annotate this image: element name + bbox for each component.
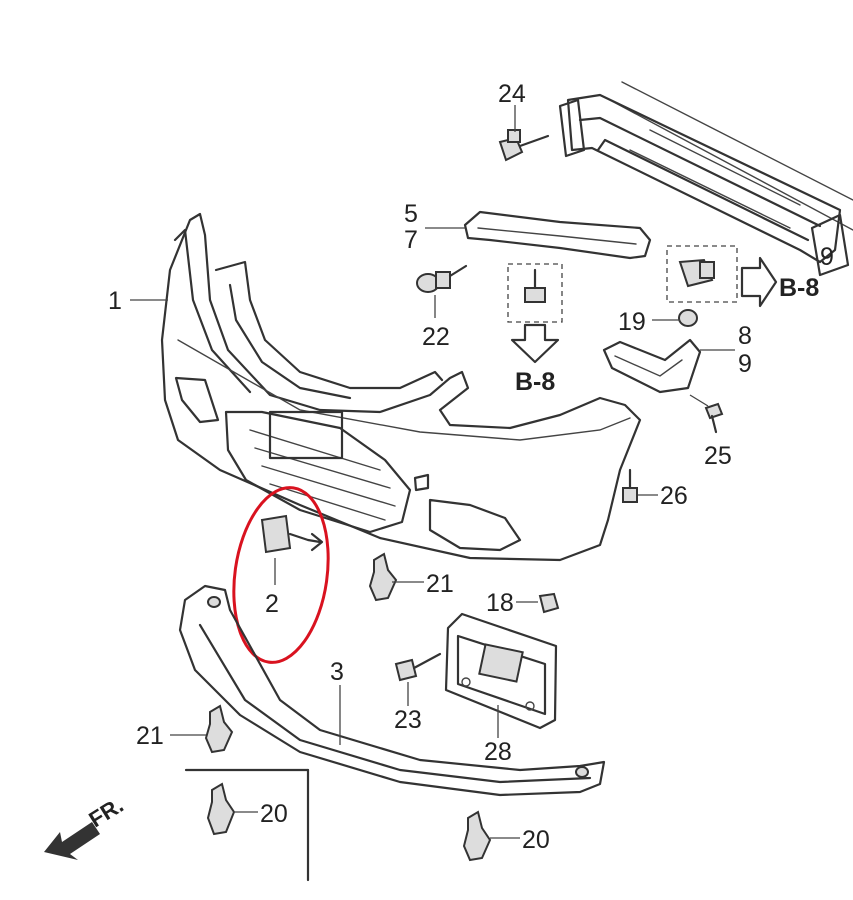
callout-7: 7	[404, 226, 418, 254]
ref-b8-center: B-8	[515, 368, 555, 396]
clip-18	[516, 592, 560, 614]
callout-22: 22	[422, 323, 450, 351]
screw-25	[689, 394, 724, 434]
callout-3: 3	[330, 658, 344, 686]
clip-20-right	[462, 810, 520, 862]
clip-21-lower	[170, 704, 234, 754]
bolt-23	[394, 652, 442, 706]
callout-26: 26	[660, 482, 688, 510]
bolt-24	[498, 105, 550, 162]
detail-box-b8-center	[507, 263, 563, 364]
front-direction-arrow: FR.	[44, 792, 128, 860]
callout-28: 28	[484, 738, 512, 766]
callout-8: 8	[738, 322, 752, 350]
callout-20-left: 20	[260, 800, 288, 828]
screw-26	[622, 468, 658, 503]
callout-9: 9	[738, 350, 752, 378]
callout-19: 19	[618, 308, 646, 336]
ref-9-top: 9	[820, 243, 834, 271]
bolt-22	[416, 264, 468, 318]
clip-21-upper	[368, 552, 424, 602]
bracket-8-9	[602, 309, 735, 394]
license-plate-bracket	[444, 612, 558, 738]
clip-20-left	[206, 782, 258, 836]
bracket-5-7	[425, 210, 652, 260]
highlight-ellipse	[232, 486, 330, 664]
bumper-reinforcement	[558, 81, 853, 277]
tow-hook-cap	[260, 514, 324, 585]
callout-24: 24	[498, 80, 526, 108]
callout-20-right: 20	[522, 826, 550, 854]
callout-21-upper: 21	[426, 570, 454, 598]
callout-2: 2	[265, 590, 279, 618]
front-bumper-face	[130, 212, 642, 562]
callout-1: 1	[108, 287, 122, 315]
lower-spoiler	[178, 584, 606, 797]
detail-box-b8-right	[666, 245, 778, 308]
callout-5: 5	[404, 200, 418, 228]
frame-corner	[184, 768, 310, 882]
callout-18: 18	[486, 589, 514, 617]
callout-25: 25	[704, 442, 732, 470]
callout-23: 23	[394, 706, 422, 734]
callout-21-lower: 21	[136, 722, 164, 750]
ref-b8-right: B-8	[779, 274, 819, 302]
